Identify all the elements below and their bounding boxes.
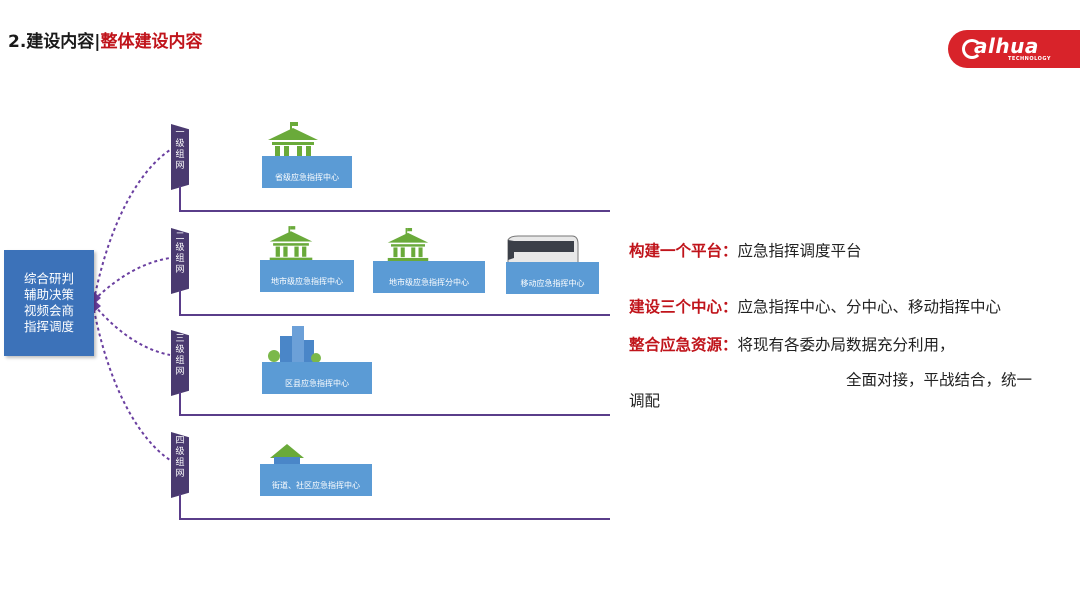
city-branch-building-icon xyxy=(387,228,429,262)
tag-level-4: 四 级 组 网 xyxy=(171,432,189,498)
arrow-marker-icon xyxy=(94,292,101,304)
title-separator: | xyxy=(94,32,101,52)
vline-level-3 xyxy=(179,392,181,416)
tag-level-1: 一 级 组 网 xyxy=(171,124,189,190)
resources-line-2: 全面对接，平战结合，统一 xyxy=(846,371,1033,389)
title-main: 整体建设内容 xyxy=(100,32,203,52)
resources-line-3: 调配 xyxy=(629,392,661,410)
center-city-branch: 地市级应急指挥分中心 xyxy=(373,261,485,293)
page-title: 2.建设内容|整体建设内容 xyxy=(8,27,203,52)
dahua-logo: alhua TECHNOLOGY xyxy=(948,30,1080,68)
hline-level-1 xyxy=(179,210,610,212)
curve-level-4 xyxy=(93,309,171,461)
logo-ring-icon xyxy=(962,39,982,59)
capability-text: 综合研判 辅助决策 视频会商 指挥调度 xyxy=(23,271,74,334)
center-city: 地市级应急指挥中心 xyxy=(260,260,354,292)
centers-line: 建设三个中心：应急指挥中心、分中心、移动指挥中心 xyxy=(629,298,1002,316)
logo-brand: alhua xyxy=(974,34,1039,58)
vline-level-1 xyxy=(179,186,181,212)
arrow-marker-icon-2 xyxy=(94,300,101,312)
city-building-icon xyxy=(269,226,313,262)
vline-level-2 xyxy=(179,290,181,316)
center-district: 区县应急指挥中心 xyxy=(262,362,372,394)
center-provincial: 省级应急指挥中心 xyxy=(262,156,352,188)
hline-level-3 xyxy=(179,414,610,416)
center-mobile: 移动应急指挥中心 xyxy=(506,262,599,294)
platform-line: 构建一个平台：应急指挥调度平台 xyxy=(629,242,862,260)
curve-level-3 xyxy=(93,304,171,356)
resources-line: 整合应急资源：将现有各委办局数据充分利用， xyxy=(629,336,955,354)
curve-level-2 xyxy=(93,257,171,301)
logo-sub: TECHNOLOGY xyxy=(1008,56,1051,62)
tag-level-2: 二 级 组 网 xyxy=(171,228,189,294)
tag-level-3: 三 级 组 网 xyxy=(171,330,189,396)
curve-level-1 xyxy=(93,149,171,301)
hline-level-4 xyxy=(179,518,610,520)
vline-level-4 xyxy=(179,494,181,520)
capability-box: 综合研判 辅助决策 视频会商 指挥调度 xyxy=(4,250,94,356)
hline-level-2 xyxy=(179,314,610,316)
center-community: 街道、社区应急指挥中心 xyxy=(260,464,372,496)
title-prefix: 2.建设内容 xyxy=(8,32,95,52)
